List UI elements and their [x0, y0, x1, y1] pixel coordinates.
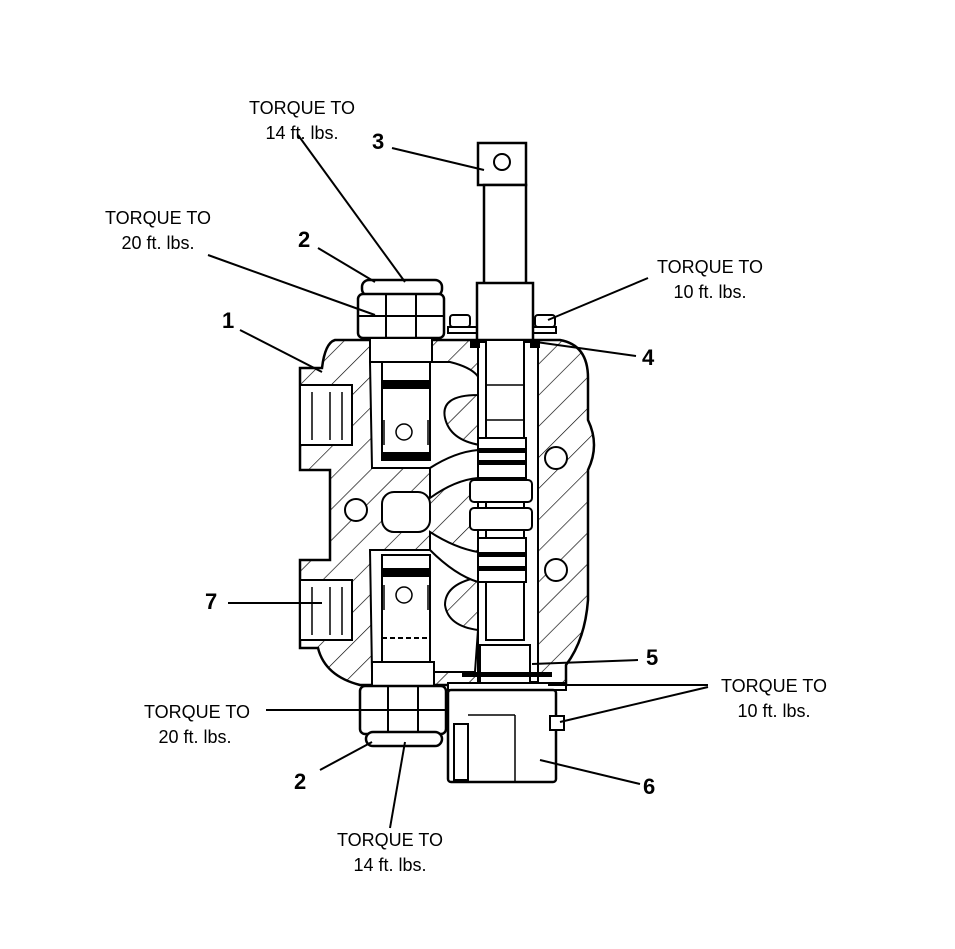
note-right-10-bottom-line1: TORQUE TO — [720, 676, 828, 696]
leader-3 — [391, 147, 485, 171]
top-bolt-left — [449, 314, 471, 328]
leader-top-20 — [207, 254, 376, 316]
port-left-top — [344, 498, 368, 522]
port-right-top — [544, 446, 568, 470]
middle-passage — [381, 491, 431, 533]
note-right-10-top-line2: 10 ft. lbs. — [673, 282, 747, 302]
note-right-10-bottom: TORQUE TO 10 ft. lbs. — [704, 674, 844, 724]
leader-top-10 — [547, 277, 649, 321]
note-top-14: TORQUE TO 14 ft. lbs. — [232, 96, 372, 146]
callout-6: 6 — [643, 774, 656, 799]
leader-1 — [239, 329, 323, 373]
spring-cap — [446, 688, 558, 784]
leader-bottom-10b — [559, 686, 709, 723]
leader-bottom-14 — [389, 741, 406, 829]
callout-5: 5 — [646, 645, 659, 670]
callout-7: 7 — [205, 589, 218, 614]
note-top-20-line1: TORQUE TO — [104, 208, 212, 228]
callout-2-bottom: 2 — [294, 769, 307, 794]
note-bottom-14: TORQUE TO 14 ft. lbs. — [320, 828, 460, 878]
note-right-10-top-line1: TORQUE TO — [656, 257, 764, 277]
leader-6 — [539, 759, 641, 785]
note-top-20-line2: 20 ft. lbs. — [121, 233, 195, 253]
bottom-adapter — [371, 661, 435, 689]
note-top-14-line1: TORQUE TO — [248, 98, 356, 118]
top-bolt-right — [534, 314, 556, 328]
callout-4: 4 — [642, 345, 655, 370]
port-right-bottom — [544, 558, 568, 582]
spool-stem — [482, 183, 528, 287]
leader-5 — [531, 659, 639, 665]
leader-2-bottom — [319, 741, 373, 771]
fitting-upper — [299, 384, 353, 446]
upper-check-valve — [381, 361, 431, 461]
note-right-10-bottom-line2: 10 ft. lbs. — [737, 701, 811, 721]
note-bottom-20-label: TORQUE TO — [143, 702, 251, 722]
leader-2-top — [317, 247, 376, 283]
note-bottom-20-value: 20 ft. lbs. — [158, 727, 232, 747]
callout-3: 3 — [372, 129, 385, 154]
callout-1: 1 — [222, 308, 235, 333]
callout-2-top: 2 — [298, 227, 311, 252]
fitting-lower — [299, 579, 353, 641]
spool-end — [479, 644, 531, 686]
leader-4 — [535, 341, 637, 357]
note-bottom-14-line2: 14 ft. lbs. — [353, 855, 427, 875]
leader-lines — [207, 134, 709, 829]
note-bottom-14-line1: TORQUE TO — [336, 830, 444, 850]
note-top-20: TORQUE TO 20 ft. lbs. — [88, 206, 228, 256]
note-top-14-line2: 14 ft. lbs. — [265, 123, 339, 143]
leader-top-14 — [297, 134, 406, 283]
note-right-10-top: TORQUE TO 10 ft. lbs. — [640, 255, 780, 305]
